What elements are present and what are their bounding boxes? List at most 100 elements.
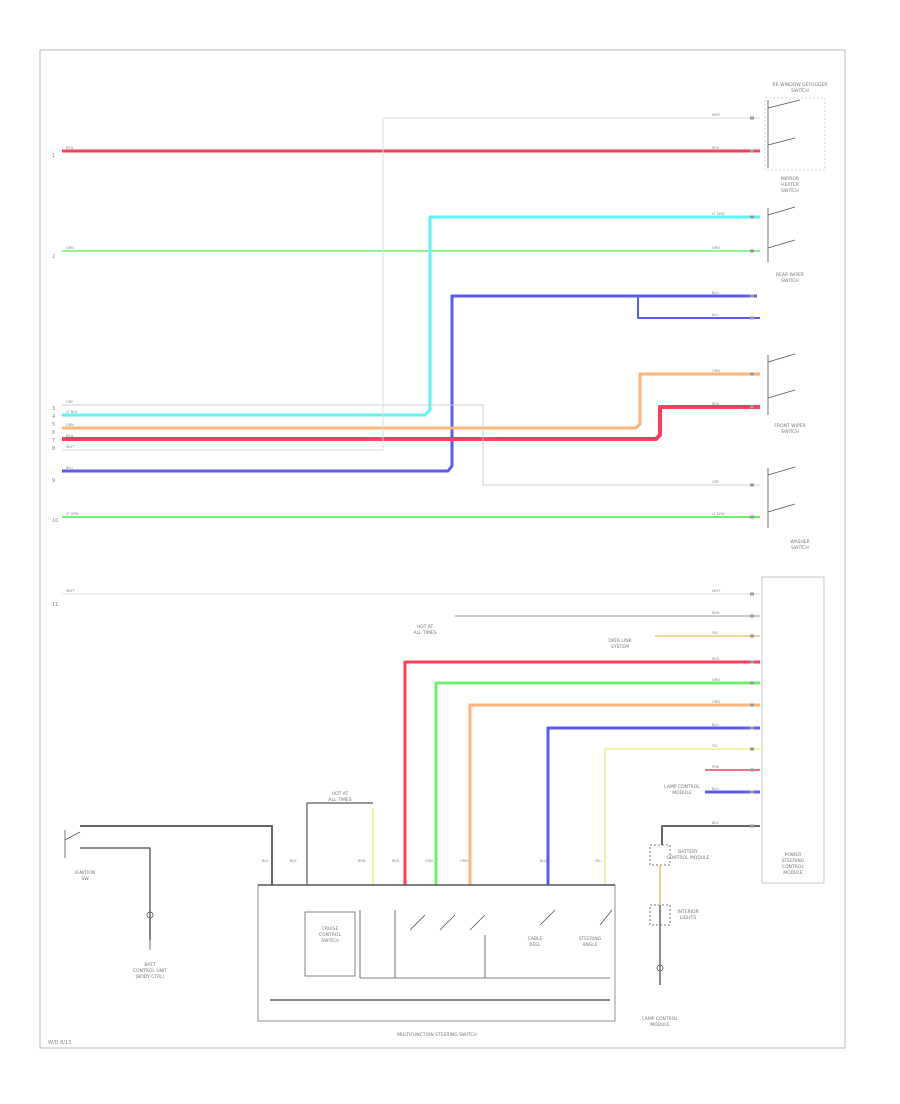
row-label-9: 9 (52, 478, 55, 484)
right-switches (764, 97, 826, 528)
wire-tags: WHT RED LT GRN GRN BLU BLU ORN RED GRY LT GRN WHT B… (66, 113, 725, 863)
power-steering-module: POWER STEERING CONTROL MODULE (761, 576, 825, 884)
row-label-7: 7 (52, 438, 55, 444)
label-multifunction-switch: MULTIFUNCTION STEERING SWITCH (397, 1032, 477, 1038)
connector-pin (750, 660, 754, 664)
wire-blue (62, 294, 757, 473)
connector-pin (750, 294, 754, 298)
wire-orange (62, 372, 760, 430)
wire-tag: ORN (712, 369, 720, 373)
label-data-link-1: DATA LINK (608, 638, 632, 644)
connector-pin (750, 316, 754, 320)
svg-text:MODULE: MODULE (783, 870, 803, 876)
wire-dark-mid (306, 802, 373, 885)
label-interior-2: LIGHTS (680, 915, 696, 921)
label-cable-reel-2: REEL (529, 942, 541, 948)
wire-tag: BLU (712, 291, 719, 295)
wire-dark-right (661, 825, 760, 845)
wire-yellow-lower (604, 748, 760, 885)
row-label-2: 2 (52, 254, 55, 260)
connector-pin (750, 703, 754, 707)
wire-tag: RED (66, 146, 74, 150)
wire-tag: GRY (712, 480, 720, 484)
wire-tag: BLU (540, 859, 547, 863)
connector-pin (750, 249, 754, 253)
label-lamp-1: LAMP CONTROL (664, 784, 700, 790)
label-cruise-2: CONTROL (319, 932, 341, 938)
connector-pins (750, 116, 754, 828)
connector-pin (750, 747, 754, 751)
label-hot-at-all-1: HOT AT (332, 791, 349, 797)
wire-tag: PNK (712, 765, 720, 769)
wire-green-lower (434, 681, 760, 885)
wire-tag: ORN (66, 423, 74, 427)
wire-tag: GRY (66, 400, 74, 404)
wire-red-lower (403, 660, 760, 885)
right-labels: RR WINDOW DEFOGGER SWITCH MIRROR HEATER … (772, 82, 827, 551)
label-batt-2: CONTROL UNIT (133, 968, 167, 974)
row-label-4: 4 (52, 414, 55, 420)
label-lamp-2: MODULE (672, 790, 692, 796)
wire-tag: WHT (712, 589, 721, 593)
label-lamp-ctrl-2: MODULE (650, 1022, 670, 1028)
right-lower-labels: BATTERY CONTROL MODULE INTERIOR LIGHTS L… (413, 624, 709, 1028)
wire-tag: YEL (595, 859, 601, 863)
wire-tag: BLK (712, 821, 719, 825)
connector-pin (750, 215, 754, 219)
connector-pin (750, 149, 754, 153)
left-components (64, 830, 154, 950)
wire-tag: BLK (290, 859, 297, 863)
wire-tag: WHT (712, 113, 721, 117)
wire-orange-lower (468, 703, 760, 885)
label-lamp-ctrl-1: LAMP CONTROL (642, 1016, 678, 1022)
label-rear-wiper-1: REAR WIPER (776, 272, 804, 278)
row-label-3: 3 (52, 406, 55, 412)
label-mirror-2: HEATER (781, 182, 799, 188)
label-hot-2: ALL TIMES (413, 630, 436, 636)
wire-gray-a (62, 404, 760, 486)
connector-pin (750, 116, 754, 120)
multifunction-labels: MULTIFUNCTION STEERING SWITCH HOT AT ALL… (319, 791, 602, 1038)
wire-tag: YEL (712, 744, 718, 748)
connector-pin (750, 592, 754, 596)
wire-gray-b (62, 117, 760, 451)
label-interior-1: INTERIOR (677, 909, 698, 915)
connector-pin (750, 405, 754, 409)
wire-tag: BLU (66, 466, 73, 470)
wire-tag: BRN (712, 611, 720, 615)
svg-text:POWER: POWER (785, 852, 802, 858)
label-steer-angle-2: ANGLE (582, 942, 597, 948)
connector-pin (750, 681, 754, 685)
wire-tag: LT GRN (712, 212, 725, 216)
row-label-5: 5 (52, 422, 55, 428)
connector-pin (750, 515, 754, 519)
label-rear-defog-1: RR WINDOW DEFOGGER (772, 82, 827, 88)
connector-pin (750, 726, 754, 730)
wire-tag: YEL (712, 631, 718, 635)
connector-pin (750, 372, 754, 376)
connector-pin (750, 768, 754, 772)
wire-tag: GRN (425, 859, 433, 863)
label-ignition-1: IGNITION (75, 870, 96, 876)
wire-tag: LT GRN (66, 512, 79, 516)
wire-tag: ORN (460, 859, 468, 863)
label-cruise-3: SWITCH (321, 938, 339, 944)
label-washer-2: SWITCH (791, 545, 809, 551)
label-front-wiper-2: SWITCH (781, 429, 799, 435)
wire-tag: WHT (66, 445, 75, 449)
footer-code: W/D 8/13 (48, 1040, 71, 1046)
label-ignition-2: SW (81, 876, 89, 882)
wire-tag: BLK (262, 859, 269, 863)
left-component-labels: IGNITION SW BATT CONTROL UNIT (BODY CTRL… (75, 870, 168, 980)
wire-dark-left (80, 825, 273, 885)
wires (62, 117, 760, 985)
svg-text:STEERING: STEERING (782, 858, 805, 864)
wire-tag: LT GRN (712, 512, 725, 516)
wire-tag: BLU (712, 723, 719, 727)
wire-tag: RED (712, 402, 720, 406)
row-label-1: 1 (52, 153, 55, 159)
label-washer-1: WASHER (790, 539, 810, 545)
left-row-labels: 1 2 3 4 5 6 7 8 9 10 11 (52, 153, 58, 608)
